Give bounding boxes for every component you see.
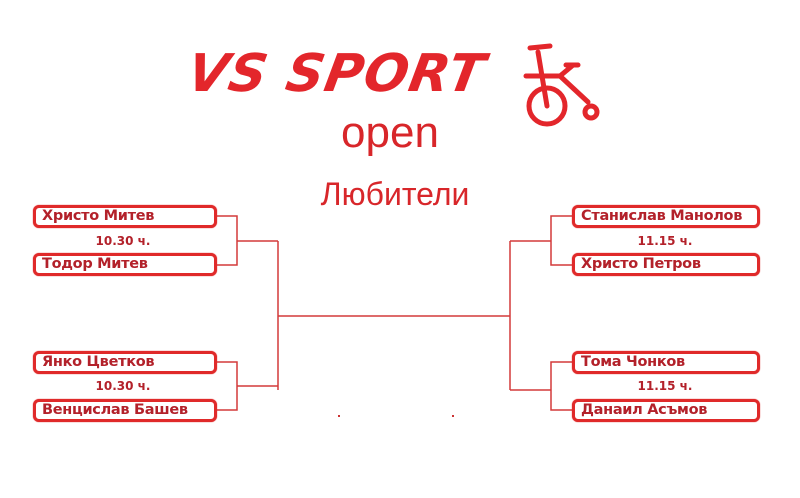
tricycle-icon	[523, 43, 600, 127]
player-slot: Данаил Асъмов	[572, 399, 760, 422]
connector-left-bottom	[215, 361, 278, 411]
player-slot: Тодор Митев	[33, 253, 217, 276]
stray-dot	[338, 415, 340, 417]
connector-left-top	[215, 215, 278, 266]
connector-right-top	[510, 215, 572, 266]
player-slot: Янко Цветков	[33, 351, 217, 374]
connector-right-bottom	[510, 361, 572, 411]
player-slot: Венцислав Башев	[33, 399, 217, 422]
match-time: 11.15 ч.	[637, 234, 693, 248]
player-slot: Христо Петров	[572, 253, 760, 276]
category-title: Любители	[320, 176, 470, 212]
player-slot: Станислав Манолов	[572, 205, 760, 228]
match-time: 10.30 ч.	[95, 234, 151, 248]
stray-dot	[452, 415, 454, 417]
player-slot: Христо Митев	[33, 205, 217, 228]
match-time: 10.30 ч.	[95, 379, 151, 393]
player-slot: Тома Чонков	[572, 351, 760, 374]
match-time: 11.15 ч.	[637, 379, 693, 393]
subtitle: open	[341, 108, 439, 157]
